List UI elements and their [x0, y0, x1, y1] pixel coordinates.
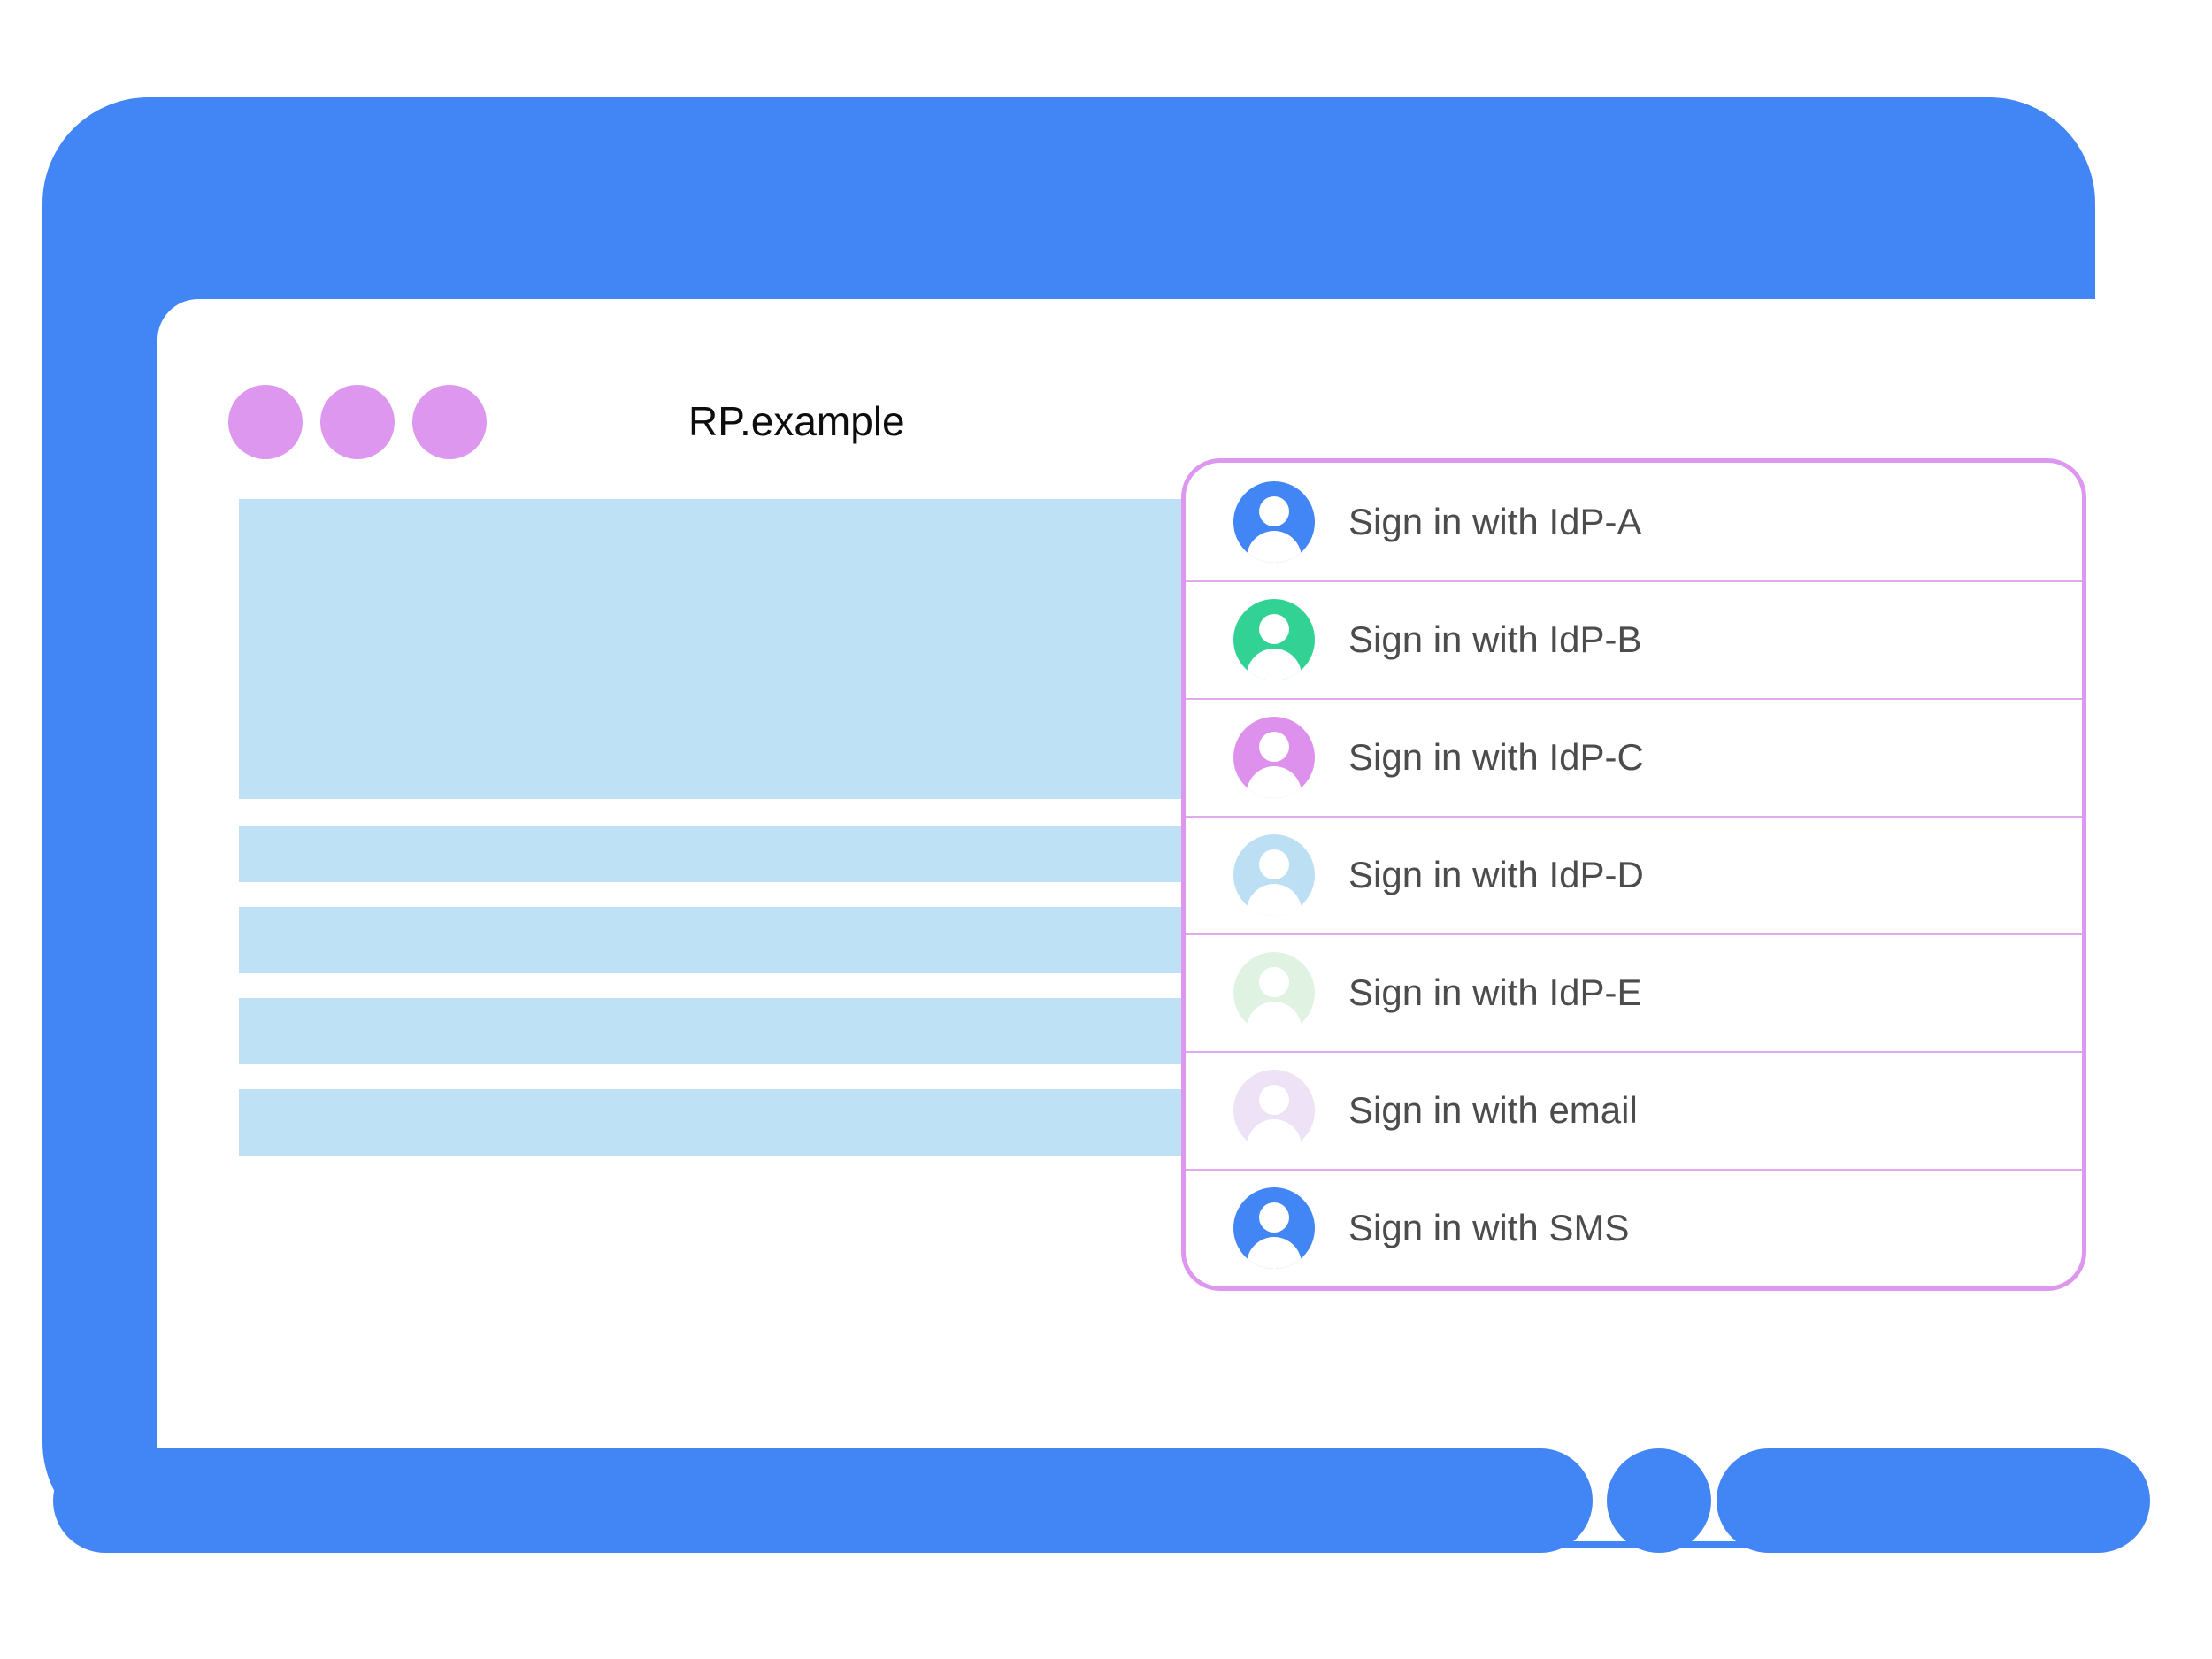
account-label: Sign in with SMS	[1348, 1206, 1630, 1248]
device-bezel-left	[53, 1448, 1593, 1553]
placeholder-bar-2	[239, 907, 1239, 973]
placeholder-bar-1	[239, 826, 1239, 882]
account-chooser-popup: Sign in with IdP-A Sign in with IdP-B Si…	[1181, 458, 2086, 1291]
account-label: Sign in with IdP-E	[1348, 971, 1642, 1013]
title-dot-1-icon	[228, 385, 303, 459]
account-label: Sign in with IdP-A	[1348, 500, 1642, 542]
account-row-idp-e[interactable]: Sign in with IdP-E	[1186, 933, 2082, 1051]
device-bezel-right	[1717, 1448, 2150, 1553]
content-placeholder	[239, 499, 1239, 1156]
account-label: Sign in with IdP-D	[1348, 853, 1644, 895]
account-row-idp-a[interactable]: Sign in with IdP-A	[1186, 463, 2082, 580]
account-row-idp-c[interactable]: Sign in with IdP-C	[1186, 698, 2082, 816]
browser-title-bar: RP.example	[157, 299, 2138, 459]
person-avatar-icon	[1233, 833, 1315, 916]
person-avatar-icon	[1233, 716, 1315, 798]
account-label: Sign in with email	[1348, 1088, 1638, 1131]
person-avatar-icon	[1233, 480, 1315, 563]
placeholder-hero-block	[239, 499, 1239, 799]
account-row-email[interactable]: Sign in with email	[1186, 1051, 2082, 1169]
placeholder-bar-3	[239, 998, 1239, 1064]
account-row-sms[interactable]: Sign in with SMS	[1186, 1169, 2082, 1286]
placeholder-bar-4	[239, 1089, 1239, 1156]
person-avatar-icon	[1233, 1069, 1315, 1151]
page-title: RP.example	[688, 398, 905, 444]
person-avatar-icon	[1233, 951, 1315, 1033]
account-row-idp-d[interactable]: Sign in with IdP-D	[1186, 816, 2082, 933]
account-label: Sign in with IdP-C	[1348, 735, 1644, 778]
person-avatar-icon	[1233, 1187, 1315, 1269]
title-dot-2-icon	[320, 385, 395, 459]
account-row-idp-b[interactable]: Sign in with IdP-B	[1186, 580, 2082, 698]
title-dot-3-icon	[412, 385, 487, 459]
home-button[interactable]	[1607, 1448, 1711, 1553]
person-avatar-icon	[1233, 598, 1315, 680]
device-frame: RP.example Sign in with IdP-A Sign in wi…	[42, 97, 2138, 1548]
account-label: Sign in with IdP-B	[1348, 618, 1642, 660]
device-screen: RP.example Sign in with IdP-A Sign in wi…	[157, 299, 2138, 1541]
